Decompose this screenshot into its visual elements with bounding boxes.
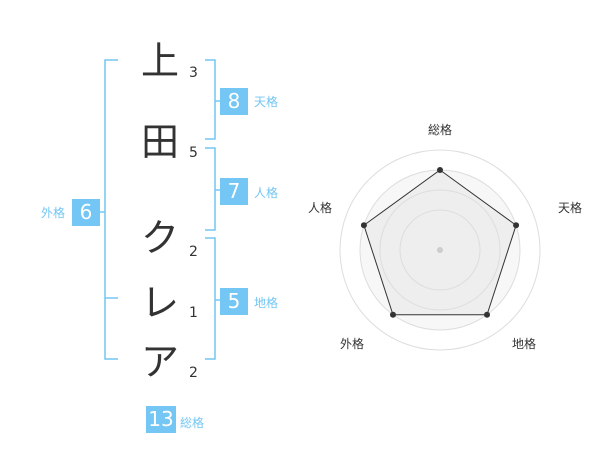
jinkaku-value: 7 bbox=[220, 178, 248, 205]
tenkaku-value: 8 bbox=[220, 88, 248, 115]
name-char-3: ク bbox=[141, 216, 180, 260]
soukaku-label: 総格 bbox=[180, 416, 205, 430]
radar-point bbox=[360, 222, 367, 229]
stroke-count-2: 5 bbox=[189, 145, 198, 161]
name-char-5: ア bbox=[141, 340, 180, 384]
radar-center bbox=[437, 247, 443, 253]
radar-axis-label: 総格 bbox=[428, 122, 452, 137]
soukaku-value: 13 bbox=[146, 406, 176, 433]
tenkaku-bracket bbox=[205, 59, 216, 140]
gaikaku-value: 6 bbox=[72, 199, 100, 226]
gaikaku-label: 外格 bbox=[41, 206, 66, 220]
radar-axis-label: 外格 bbox=[340, 336, 364, 351]
chikaku-label: 地格 bbox=[254, 296, 279, 310]
radar-point bbox=[513, 222, 520, 229]
chikaku-value: 5 bbox=[220, 288, 248, 315]
stroke-count-1: 3 bbox=[189, 65, 198, 81]
radar-point bbox=[484, 311, 491, 318]
radar-point bbox=[389, 311, 396, 318]
radar-axis-label: 人格 bbox=[308, 200, 332, 215]
name-char-4: レ bbox=[141, 281, 180, 325]
name-char-1: 上 bbox=[141, 39, 180, 83]
gaikaku-bracket bbox=[104, 59, 118, 360]
radar-point bbox=[437, 167, 443, 173]
radar-polygon bbox=[363, 169, 517, 316]
jinkaku-label: 人格 bbox=[254, 186, 279, 200]
stroke-count-4: 1 bbox=[189, 305, 198, 321]
jinkaku-bracket bbox=[205, 147, 216, 231]
tenkaku-label: 天格 bbox=[254, 95, 279, 109]
stroke-count-5: 2 bbox=[189, 365, 198, 381]
chikaku-bracket bbox=[205, 237, 216, 360]
radar-axis-label: 地格 bbox=[512, 336, 536, 351]
stroke-count-3: 2 bbox=[189, 244, 198, 260]
name-char-2: 田 bbox=[141, 120, 180, 164]
radar-axis-label: 天格 bbox=[558, 200, 582, 215]
